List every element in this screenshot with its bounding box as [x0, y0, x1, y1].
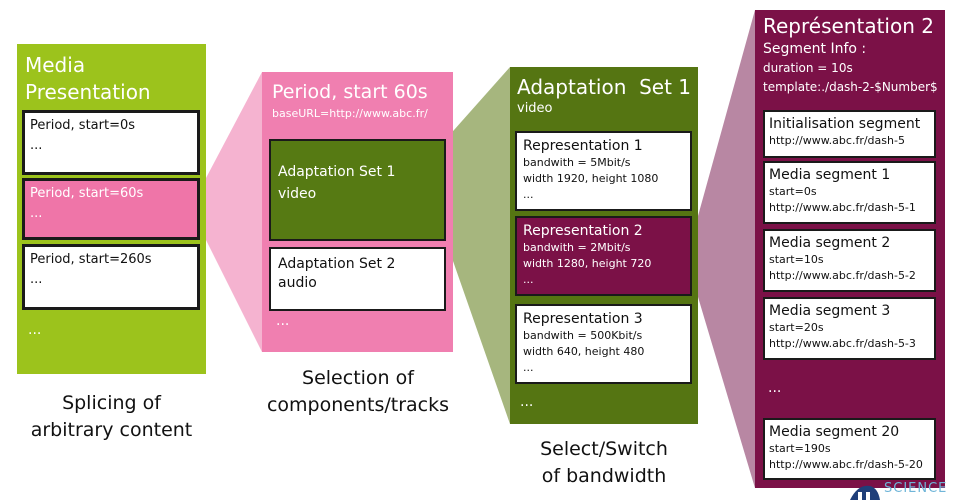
media-segment-3-url: http://www.abc.fr/dash-5-3	[769, 337, 916, 350]
media-presentation-more: ...	[28, 322, 42, 338]
sorbonne-logo-icon	[850, 485, 880, 500]
period-1-label: Period, start=60s	[30, 186, 144, 201]
representation-1-more: ...	[523, 188, 534, 201]
representation-1-size: width 1920, height 1080	[523, 172, 659, 185]
period-2-box[interactable]: Period, start=260s ...	[22, 244, 200, 310]
period-0-box[interactable]: Period, start=0s ...	[22, 110, 200, 175]
period-2-label: Period, start=260s	[30, 252, 152, 267]
media-segment-3-start: start=20s	[769, 321, 824, 334]
representation-1-bandwidth: bandwith = 5Mbit/s	[523, 156, 631, 169]
init-segment-url: http://www.abc.fr/dash-5	[769, 134, 905, 147]
representation-more: ...	[768, 380, 782, 396]
representation-3-bandwidth: bandwith = 500Kbit/s	[523, 329, 643, 342]
representation-2-box[interactable]: Representation 2 bandwith = 2Mbit/s widt…	[515, 216, 692, 296]
media-segment-1-box[interactable]: Media segment 1 start=0s http://www.abc.…	[763, 161, 936, 224]
period-0-detail: ...	[30, 138, 43, 153]
connector-adaptation	[446, 67, 510, 424]
representation-3-more: ...	[523, 361, 534, 374]
representation-3-box[interactable]: Representation 3 bandwith = 500Kbit/s wi…	[515, 304, 692, 384]
media-segment-3-box[interactable]: Media segment 3 start=20s http://www.abc…	[763, 297, 936, 360]
segment-template: template:./dash-2-$Number$	[763, 80, 938, 94]
period-2-detail: ...	[30, 272, 43, 287]
adaptation-set-1-type: video	[278, 186, 317, 202]
period-title: Period, start 60s	[272, 81, 428, 103]
init-segment-box[interactable]: Initialisation segment http://www.abc.fr…	[763, 110, 936, 158]
representation-2-label: Representation 2	[523, 223, 643, 239]
media-presentation-title: Media Presentation	[25, 53, 151, 104]
media-segment-20-box[interactable]: Media segment 20 start=190s http://www.a…	[763, 418, 936, 480]
logo-text: SCIENCE	[884, 481, 948, 496]
media-segment-2-label: Media segment 2	[769, 235, 891, 251]
media-segment-1-label: Media segment 1	[769, 167, 891, 183]
representation-2-more: ...	[523, 273, 534, 286]
segment-info-label: Segment Info :	[763, 41, 867, 57]
representation-title: Représentation 2	[763, 14, 934, 38]
representation-3-label: Representation 3	[523, 311, 643, 327]
connector-period	[206, 72, 262, 352]
caption-selection: Selection of components/tracks	[266, 367, 450, 416]
adaptation-set-subtitle: video	[517, 101, 553, 116]
media-segment-1-start: start=0s	[769, 185, 817, 198]
caption-splicing: Splicing of arbitrary content	[30, 392, 193, 441]
adaptation-set-2-type: audio	[278, 275, 317, 291]
period-1-detail: ...	[30, 206, 43, 221]
media-segment-1-url: http://www.abc.fr/dash-5-1	[769, 201, 916, 214]
adaptation-set-2-label: Adaptation Set 2	[278, 256, 396, 272]
media-segment-3-label: Media segment 3	[769, 303, 891, 319]
caption-bandwidth: Select/Switch of bandwidth	[540, 438, 668, 487]
adaptation-set-1-label: Adaptation Set 1	[278, 164, 396, 180]
representation-2-bandwidth: bandwith = 2Mbit/s	[523, 241, 631, 254]
media-segment-2-start: start=10s	[769, 253, 824, 266]
media-segment-2-url: http://www.abc.fr/dash-5-2	[769, 269, 916, 282]
representation-1-label: Representation 1	[523, 138, 643, 154]
period-0-label: Period, start=0s	[30, 118, 136, 133]
init-segment-label: Initialisation segment	[769, 116, 921, 132]
period-base-url: baseURL=http://www.abc.fr/	[272, 107, 428, 120]
segment-duration: duration = 10s	[763, 61, 853, 75]
connector-representation	[698, 10, 755, 488]
representation-1-box[interactable]: Representation 1 bandwith = 5Mbit/s widt…	[515, 131, 692, 211]
adaptation-set-more: ...	[520, 394, 534, 410]
representation-3-size: width 640, height 480	[523, 345, 645, 358]
period-more: ...	[276, 313, 290, 329]
adaptation-set-2-box[interactable]: Adaptation Set 2 audio	[269, 247, 446, 311]
media-segment-20-start: start=190s	[769, 442, 831, 455]
representation-2-size: width 1280, height 720	[523, 257, 652, 270]
media-segment-20-label: Media segment 20	[769, 424, 900, 440]
media-segment-20-url: http://www.abc.fr/dash-5-20	[769, 458, 923, 471]
period-1-box[interactable]: Period, start=60s ...	[22, 178, 200, 240]
media-segment-2-box[interactable]: Media segment 2 start=10s http://www.abc…	[763, 229, 936, 292]
adaptation-set-1-box[interactable]: Adaptation Set 1 video	[269, 139, 446, 241]
adaptation-set-title: Adaptation Set 1	[517, 75, 692, 99]
